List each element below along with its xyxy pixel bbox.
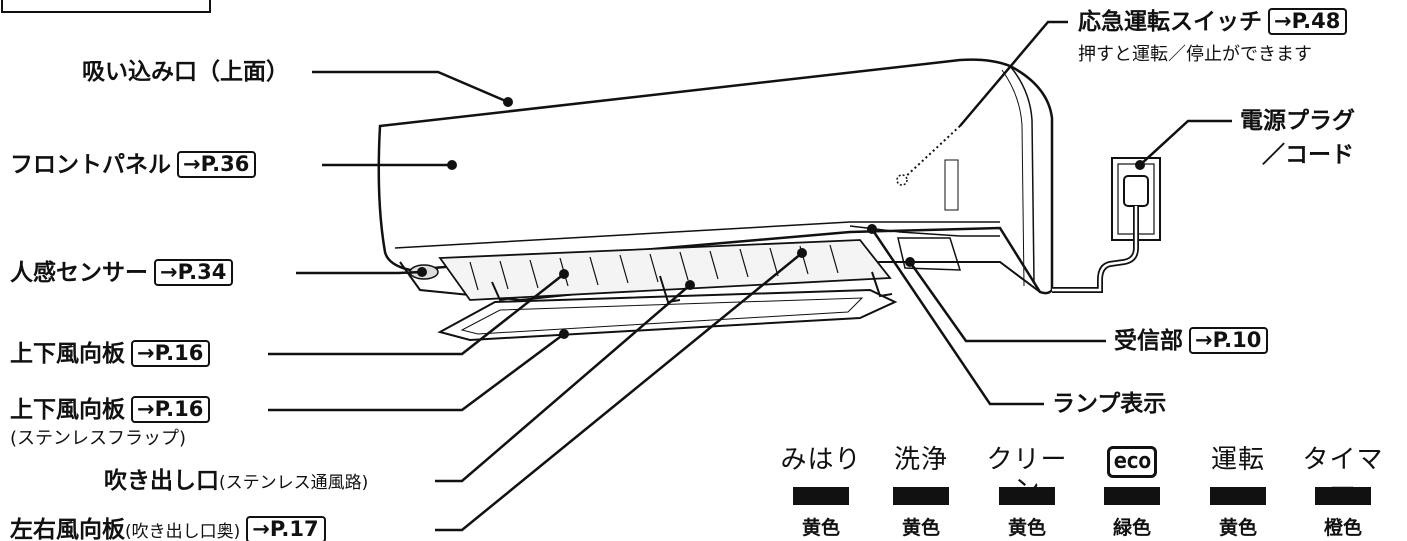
indicator-name: タイマー <box>1302 445 1384 505</box>
indicator-eco: eco 緑色 <box>1087 445 1177 539</box>
emergency-dotted-line <box>901 125 961 181</box>
unit-lower-band <box>394 221 1000 249</box>
leader-lines <box>268 20 1232 532</box>
label-intake: 吸い込み口（上面） <box>82 59 289 85</box>
indicator-lamp-bar <box>1104 487 1160 505</box>
bracket-mid <box>659 275 681 304</box>
unit-right-edge <box>1009 65 1035 283</box>
flap <box>437 288 898 342</box>
unit-vanes <box>469 244 839 291</box>
indicator-name: みはり <box>780 445 862 475</box>
ref-p48[interactable]: →P.48 <box>1268 8 1348 35</box>
label-emergency-note: 押すと運転／停止ができます <box>1078 44 1312 65</box>
indicator-color: 緑色 <box>1112 517 1151 539</box>
ref-p10[interactable]: →P.10 <box>1189 327 1269 354</box>
label-louver-lower-note: (ステンレスフラップ) <box>10 428 187 449</box>
indicator-name: 洗浄 <box>893 445 948 475</box>
indicator-color: 黄色 <box>1007 517 1046 539</box>
unit-right-edge-inner <box>1001 69 1025 287</box>
indicator-color: 黄色 <box>801 517 840 539</box>
ref-p17[interactable]: →P.17 <box>246 516 326 541</box>
label-power-plug: 電源プラグ <box>1240 108 1355 134</box>
indicator-lamp-bar <box>999 487 1055 505</box>
indicator-timer: タイマー 橙色 <box>1298 445 1388 539</box>
label-power-cord: ／コード <box>1262 142 1354 168</box>
label-louver-upper: 上下風向板→P.16 <box>10 340 211 368</box>
indicator-mihari: みはり 黄色 <box>776 445 866 539</box>
label-front-panel: フロントパネル→P.36 <box>10 151 257 179</box>
indicator-name: クリーン <box>986 445 1068 505</box>
unit-outlet <box>438 239 892 301</box>
label-sensor: 人感センサー→P.34 <box>10 259 234 287</box>
indicator-lamp-bar <box>793 487 849 505</box>
label-louver-lower: 上下風向板→P.16 <box>10 396 211 424</box>
indicator-lamp-bar <box>893 487 949 505</box>
emergency-switch-marker <box>896 174 908 186</box>
indicator-senjou: 洗浄 黄色 <box>876 445 966 539</box>
ref-p36[interactable]: →P.36 <box>177 151 257 178</box>
indicator-unten: 運転 黄色 <box>1193 445 1283 539</box>
indicator-lamp-bar <box>1210 487 1266 505</box>
eco-logo: eco <box>1106 446 1158 478</box>
ref-p16-b[interactable]: →P.16 <box>131 396 211 423</box>
bracket-left <box>491 281 513 302</box>
label-lamp: ランプ表示 <box>1052 391 1167 417</box>
header-box <box>1 0 211 13</box>
ref-p16-a[interactable]: →P.16 <box>131 340 211 367</box>
label-lr-louver: 左右風向板(吹き出し口奥)→P.17 <box>10 516 326 541</box>
indicator-color: 橙色 <box>1323 517 1362 539</box>
indicator-color: 黄色 <box>901 517 940 539</box>
indicator-clean: クリーン 黄色 <box>982 445 1072 539</box>
unit-side-slot <box>944 159 959 211</box>
plug <box>1123 175 1149 207</box>
flap-inner <box>460 297 864 335</box>
leader-dots <box>417 97 1145 339</box>
label-emergency-switch: 応急運転スイッチ→P.48 <box>1078 8 1348 36</box>
indicator-name: 運転 <box>1210 445 1265 475</box>
indicator-color: 黄色 <box>1218 517 1257 539</box>
indicator-lamp-bar <box>1315 487 1371 505</box>
label-receiver: 受信部→P.10 <box>1114 327 1269 355</box>
unit-receiver-box <box>897 237 962 271</box>
label-outlet: 吹き出し口(ステンレス通風路) <box>104 468 369 494</box>
ref-p34[interactable]: →P.34 <box>154 259 234 286</box>
bracket-right <box>871 271 893 298</box>
